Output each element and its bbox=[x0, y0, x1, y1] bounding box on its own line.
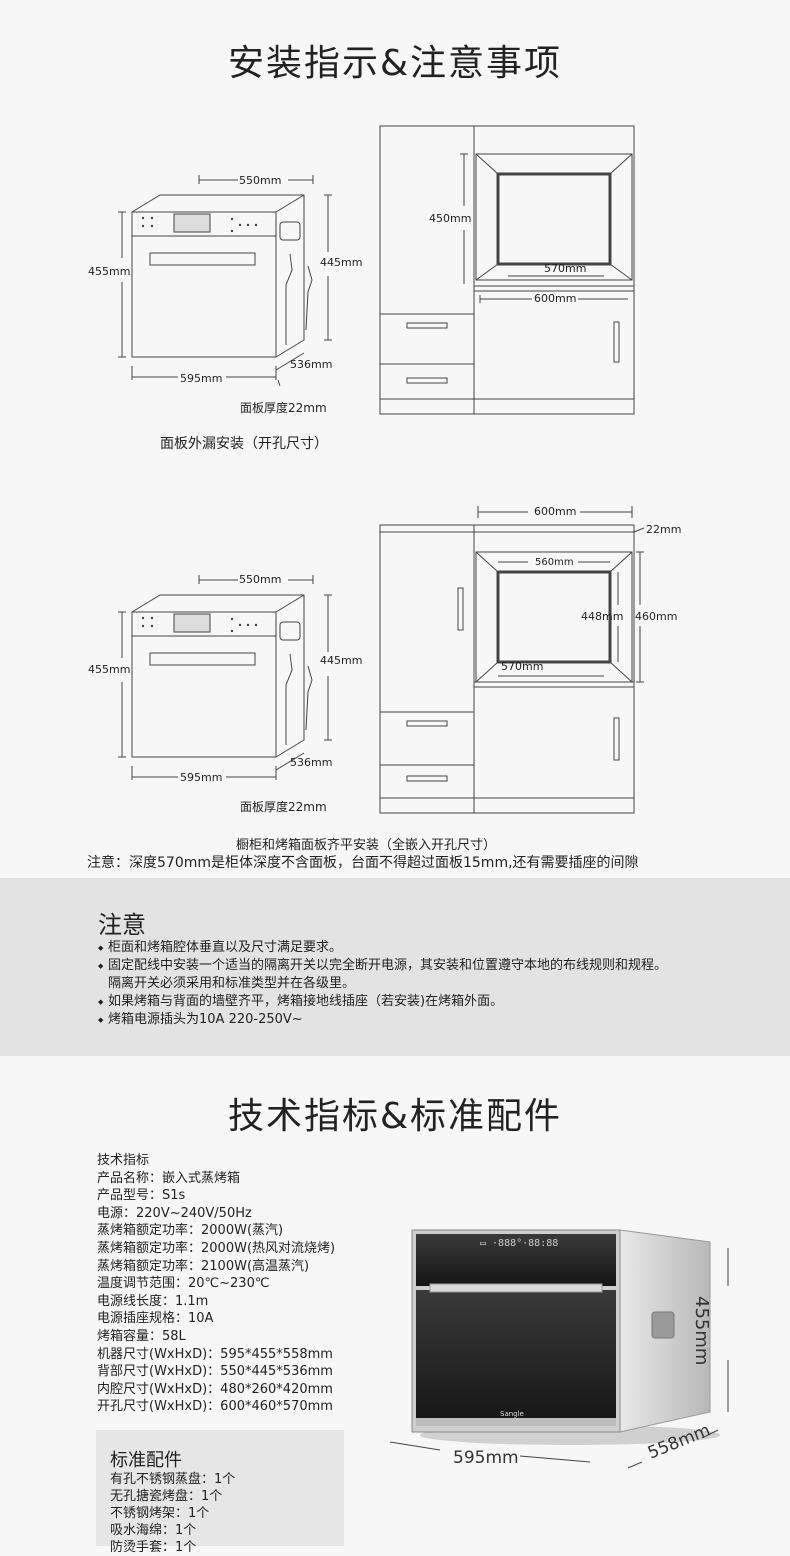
oven-display: ▭ ·888°·88:88 bbox=[480, 1238, 559, 1249]
panel2-thickness: 面板厚度22mm bbox=[240, 800, 327, 814]
spec-line: 蒸烤箱额定功率：2000W(热风对流烧烤) bbox=[97, 1240, 336, 1256]
spec-line: 机器尺寸(WxHxD)：595*455*558mm bbox=[97, 1346, 333, 1362]
spec-line: 电源线长度：1.1m bbox=[97, 1293, 209, 1309]
cab2-height: 460mm bbox=[635, 610, 678, 623]
spec-line: 电源：220V~240V/50Hz bbox=[97, 1205, 252, 1221]
spec-line: 温度调节范围：20℃~230℃ bbox=[97, 1276, 270, 1292]
note-item: 隔离开关必须采用和标准类型并在各级里。 bbox=[108, 976, 356, 991]
spec-line: 电源插座规格：10A bbox=[97, 1311, 214, 1327]
spec-line: 烤箱容量：58L bbox=[97, 1328, 186, 1344]
dim2-width-bottom: 595mm bbox=[180, 771, 223, 784]
cabinet-diagram-1 bbox=[379, 125, 635, 415]
dim-height-right: 445mm bbox=[320, 256, 363, 269]
spec-line: 技术指标 bbox=[97, 1153, 150, 1168]
product-image bbox=[389, 1229, 729, 1469]
accessory-item: 防烫手套：1个 bbox=[110, 1540, 197, 1555]
oven-diagram-1 bbox=[118, 175, 332, 387]
dim2-width-top: 550mm bbox=[239, 573, 282, 586]
spec-line: 开孔尺寸(WxHxD)：600*460*570mm bbox=[97, 1399, 333, 1415]
spec-list: 技术指标 产品名称：嵌入式蒸烤箱 产品型号：S1s 电源：220V~240V/5… bbox=[97, 1152, 335, 1416]
dim2-depth: 536mm bbox=[290, 756, 333, 769]
accessories-box bbox=[96, 1430, 344, 1546]
spec-line: 产品型号：S1s bbox=[97, 1188, 186, 1204]
dim2-height-left: 455mm bbox=[88, 663, 131, 676]
notes-list: 柜面和烤箱腔体垂直以及尺寸满足要求。 固定配线中安装一个适当的隔离开关以完全断开… bbox=[98, 939, 778, 1029]
diagram2-caption: 橱柜和烤箱面板齐平安装（全嵌入开孔尺寸） bbox=[236, 838, 497, 853]
note-item: 固定配线中安装一个适当的隔离开关以完全断开电源，其安装和位置遵守本地的布线规则和… bbox=[98, 957, 778, 975]
cab2-inner-height: 448mm bbox=[581, 610, 624, 623]
notes-title: 注意 bbox=[98, 911, 146, 939]
accessory-item: 不锈钢烤架：1个 bbox=[110, 1506, 210, 1521]
cab2-width: 600mm bbox=[534, 505, 577, 518]
diagram1-caption: 面板外漏安装（开孔尺寸） bbox=[160, 436, 328, 452]
product-height: 455mm bbox=[691, 1296, 712, 1366]
dim-depth: 536mm bbox=[290, 358, 333, 371]
cab1-depth: 570mm bbox=[544, 262, 587, 275]
dim2-height-right: 445mm bbox=[320, 654, 363, 667]
spec-line: 背部尺寸(WxHxD)：550*445*536mm bbox=[97, 1364, 333, 1380]
cab1-height: 450mm bbox=[429, 212, 472, 225]
brand-logo: Sangle bbox=[500, 1410, 524, 1418]
cab1-width: 600mm bbox=[534, 292, 577, 305]
note-item: 如果烤箱与背面的墙壁齐平，烤箱接地线插座（若安装)在烤箱外面。 bbox=[98, 993, 778, 1011]
oven-diagram-2 bbox=[118, 575, 332, 780]
dim-width-bottom: 595mm bbox=[180, 372, 223, 385]
diagram2-note: 注意：深度570mm是柜体深度不含面板，台面不得超过面板15mm,还有需要插座的… bbox=[87, 855, 639, 871]
product-width: 595mm bbox=[453, 1448, 519, 1468]
accessory-item: 无孔搪瓷烤盘：1个 bbox=[110, 1489, 223, 1504]
spec-line: 内腔尺寸(WxHxD)：480*260*420mm bbox=[97, 1381, 333, 1397]
install-title: 安装指示&注意事项 bbox=[227, 43, 563, 84]
spec-line: 蒸烤箱额定功率：2100W(高温蒸汽) bbox=[97, 1258, 310, 1274]
accessories-list: 有孔不锈钢蒸盘：1个 无孔搪瓷烤盘：1个 不锈钢烤架：1个 吸水海绵：1个 防烫… bbox=[110, 1471, 235, 1556]
cab2-panel: 22mm bbox=[646, 523, 682, 536]
cab2-depth: 570mm bbox=[501, 660, 544, 673]
cabinet-diagram-2 bbox=[379, 506, 645, 814]
spec-line: 蒸烤箱额定功率：2000W(蒸汽) bbox=[97, 1223, 284, 1239]
accessory-item: 有孔不锈钢蒸盘：1个 bbox=[110, 1472, 236, 1487]
dim-width-top: 550mm bbox=[239, 174, 282, 187]
accessories-title: 标准配件 bbox=[110, 1450, 182, 1471]
note-item: 烤箱电源插头为10A 220-250V~ bbox=[98, 1011, 778, 1029]
cab2-inner-width: 560mm bbox=[535, 557, 574, 568]
dim-height-left: 455mm bbox=[88, 265, 131, 278]
spec-line: 产品名称：嵌入式蒸烤箱 bbox=[97, 1170, 241, 1186]
accessory-item: 吸水海绵：1个 bbox=[110, 1523, 197, 1538]
tech-title: 技术指标&标准配件 bbox=[227, 1096, 563, 1137]
note-item: 柜面和烤箱腔体垂直以及尺寸满足要求。 bbox=[98, 939, 778, 957]
panel-thickness: 面板厚度22mm bbox=[240, 401, 327, 415]
